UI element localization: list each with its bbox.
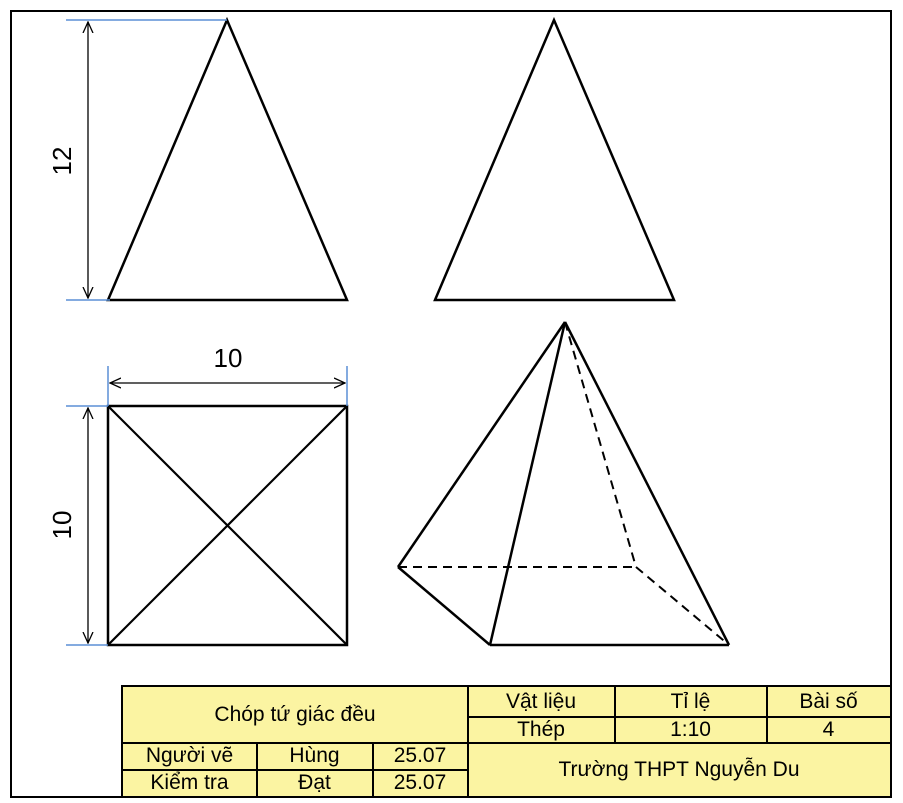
isometric-view <box>396 321 731 647</box>
side-view <box>433 16 676 302</box>
material-label: Vật liệu <box>505 689 577 713</box>
scale-value: 1:10 <box>670 717 711 741</box>
drawer-label: Người vẽ <box>145 744 234 767</box>
title-block: Chóp tứ giác đều Vật liệu Tỉ lệ Bài số T… <box>121 685 892 798</box>
width-dimension-label: 10 <box>214 343 243 373</box>
material-value: Thép <box>517 717 565 741</box>
checker-name: Đạt <box>298 771 331 794</box>
school-name: Trường THPT Nguyễn Du <box>558 757 800 781</box>
checker-date: 25.07 <box>393 771 447 794</box>
checker-label: Kiểm tra <box>150 771 229 794</box>
drawing-title: Chóp tứ giác đều <box>214 702 376 726</box>
depth-dimension: 10 <box>47 405 108 646</box>
height-dimension-label: 12 <box>47 147 77 176</box>
exercise-label: Bài số <box>799 689 858 713</box>
exercise-value: 4 <box>822 717 835 741</box>
drawer-date: 25.07 <box>393 744 447 767</box>
top-view <box>106 404 349 647</box>
width-dimension: 10 <box>107 343 348 406</box>
hidden-edge <box>564 321 637 568</box>
depth-dimension-label: 10 <box>47 511 77 540</box>
height-dimension: 12 <box>47 19 227 301</box>
drawer-name: Hùng <box>289 744 340 767</box>
front-view <box>106 16 349 302</box>
hidden-edge <box>635 566 730 646</box>
scale-label: Tỉ lệ <box>670 689 711 713</box>
